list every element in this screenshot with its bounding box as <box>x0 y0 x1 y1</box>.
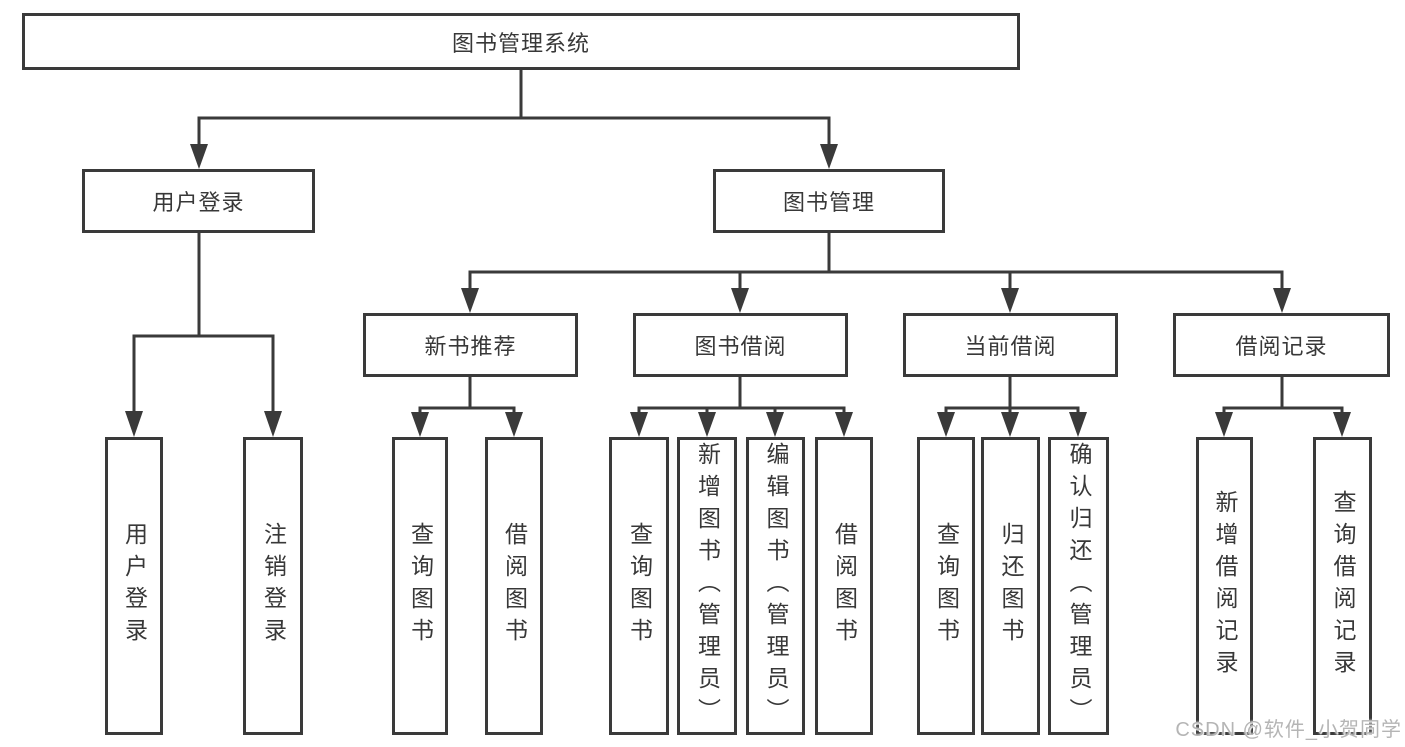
arrowhead <box>1333 412 1351 437</box>
arrowhead <box>461 288 479 313</box>
arrowhead <box>820 144 838 169</box>
leaf-label: 查询图书 <box>407 522 434 650</box>
arrowhead <box>1069 412 1087 437</box>
leaf-label: 查询图书 <box>626 522 653 650</box>
node-label: 图书管理 <box>782 190 875 215</box>
leaf-label: 归还图书 <box>998 522 1024 650</box>
leaf-label: 编辑图书（管理员） <box>763 442 789 730</box>
leaf-label: 新增借阅记录 <box>1212 490 1238 682</box>
leaf-borrow-book: 借阅图书 <box>485 437 543 735</box>
leaf-label: 借阅图书 <box>501 522 528 650</box>
arrowhead <box>1215 412 1233 437</box>
leaf-edit-book-admin: 编辑图书（管理员） <box>746 437 805 735</box>
node-book-borrowing: 图书借阅 <box>633 313 848 377</box>
arrowhead <box>264 411 282 437</box>
arrowhead <box>731 288 749 313</box>
leaf-query-book: 查询图书 <box>609 437 669 735</box>
arrowhead <box>125 411 143 437</box>
node-label: 新书推荐 <box>424 334 517 359</box>
node-label: 图书管理系统 <box>451 30 590 56</box>
leaf-return-book: 归还图书 <box>981 437 1040 735</box>
leaf-query-book: 查询图书 <box>917 437 975 735</box>
node-new-book-recommend: 新书推荐 <box>363 313 578 377</box>
arrowhead <box>766 412 784 437</box>
leaf-query-book: 查询图书 <box>392 437 448 735</box>
arrowhead <box>505 412 523 437</box>
arrowhead <box>190 144 208 169</box>
node-borrowing-records: 借阅记录 <box>1173 313 1390 377</box>
node-label: 借阅记录 <box>1235 334 1328 359</box>
leaf-label: 查询借阅记录 <box>1330 490 1356 682</box>
leaf-logout: 注销登录 <box>243 437 303 735</box>
arrowhead <box>835 412 853 437</box>
leaf-label: 注销登录 <box>260 522 287 650</box>
node-label: 当前借阅 <box>964 334 1057 359</box>
leaf-user-login: 用户登录 <box>105 437 163 735</box>
arrowhead <box>1001 412 1019 437</box>
arrowhead <box>1001 288 1019 313</box>
leaf-add-book-admin: 新增图书（管理员） <box>677 437 737 735</box>
leaf-query-borrow-record: 查询借阅记录 <box>1313 437 1372 735</box>
arrowhead <box>1273 288 1291 313</box>
node-current-borrowing: 当前借阅 <box>903 313 1118 377</box>
node-label: 图书借阅 <box>694 334 787 359</box>
node-user-login: 用户登录 <box>82 169 315 233</box>
leaf-add-borrow-record: 新增借阅记录 <box>1196 437 1253 735</box>
arrowhead <box>630 412 648 437</box>
leaf-label: 确认归还（管理员） <box>1066 442 1092 730</box>
leaf-label: 新增图书（管理员） <box>694 442 721 730</box>
arrowhead <box>698 412 716 437</box>
node-label: 用户登录 <box>152 190 245 215</box>
arrowhead <box>937 412 955 437</box>
leaf-borrow-book: 借阅图书 <box>815 437 873 735</box>
node-root: 图书管理系统 <box>22 13 1020 70</box>
leaf-confirm-return-admin: 确认归还（管理员） <box>1048 437 1109 735</box>
arrowhead <box>411 412 429 437</box>
leaf-label: 借阅图书 <box>831 522 858 650</box>
node-book-management: 图书管理 <box>713 169 945 233</box>
leaf-label: 用户登录 <box>121 522 148 650</box>
leaf-label: 查询图书 <box>933 522 960 650</box>
